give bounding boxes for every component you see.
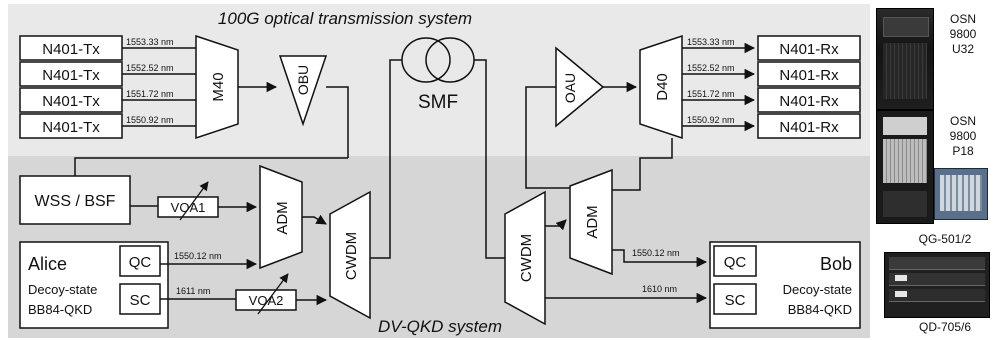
tx-label-2: N401-Tx xyxy=(42,67,100,84)
voa1-label: VOA1 xyxy=(171,200,206,215)
rx-box-4 xyxy=(757,113,861,139)
top-system-title: 100G optical transmission system xyxy=(218,9,472,28)
amp-oau-label: OAU xyxy=(562,73,578,103)
rx-wavelength-3: 1551.72 nm xyxy=(687,89,735,99)
cwdm-to-adm-arrow xyxy=(545,219,567,231)
adm-rx-label: ADM xyxy=(584,205,601,238)
alice-protocol-line2: BB84-QKD xyxy=(28,302,92,317)
bob-sc-label: SC xyxy=(725,292,746,309)
osn-p18-rack-photo xyxy=(876,110,934,224)
qg-label: QG-501/2 xyxy=(918,232,972,246)
cwdm-rx xyxy=(504,190,546,326)
rx-label-2: N401-Rx xyxy=(779,67,839,84)
adm-to-oau-line xyxy=(525,86,570,189)
adm-to-cwdm-arrow xyxy=(302,214,327,225)
rx-wavelength-2: 1552.52 nm xyxy=(687,63,735,73)
rx-label-1: N401-Rx xyxy=(779,41,839,58)
bob-qc-label: QC xyxy=(724,254,747,271)
rx-label-3: N401-Rx xyxy=(779,93,839,110)
tx-label-4: N401-Tx xyxy=(42,119,100,136)
osn-u32-rack-photo xyxy=(876,8,934,110)
mux-m40-label: M40 xyxy=(210,72,227,101)
voa1-adjust-arrow xyxy=(179,181,209,221)
demux-d40-label: D40 xyxy=(654,73,671,101)
wss-bsf-box xyxy=(19,175,131,225)
voa2-adjust-arrow xyxy=(257,273,289,315)
alice-qc-wavelength: 1550.12 nm xyxy=(174,251,222,261)
rx-box-2 xyxy=(757,61,861,87)
fiber-to-cwdm-tx-line xyxy=(370,59,402,259)
cwdm-tx xyxy=(329,190,371,320)
bob-sc-box xyxy=(713,283,757,315)
alice-protocol-line1: Decoy-state xyxy=(28,282,97,297)
tx-label-1: N401-Tx xyxy=(42,41,100,58)
rx-wavelength-4: 1550.92 nm xyxy=(687,115,735,125)
alice-name: Alice xyxy=(28,254,67,274)
rx-wavelength-1: 1553.33 nm xyxy=(687,37,735,47)
adm-to-top-line xyxy=(612,138,673,191)
bob-protocol-line1: Decoy-state xyxy=(783,282,852,297)
rx-label-4: N401-Rx xyxy=(779,119,839,136)
alice-qc-box xyxy=(119,245,161,277)
obu-to-wss-line xyxy=(326,86,349,158)
adm-tx xyxy=(259,164,303,270)
alice-sc-box xyxy=(119,283,161,315)
alice-sc-wavelength: 1611 nm xyxy=(176,286,210,296)
rx-box-3 xyxy=(757,87,861,113)
tx-wavelength-3: 1551.72 nm xyxy=(126,89,174,99)
wss-bsf-label: WSS / BSF xyxy=(35,193,116,210)
bottom-system-title: DV-QKD system xyxy=(378,317,502,336)
cwdm-tx-label: CWDM xyxy=(343,232,360,280)
mux-m40 xyxy=(195,34,239,140)
bob-qc-box xyxy=(713,245,757,277)
amp-obu xyxy=(278,55,328,127)
qkd-devices-photo xyxy=(884,252,990,318)
bob-sc-wavelength: 1610 nm xyxy=(642,284,677,294)
cwdm-rx-label: CWDM xyxy=(518,234,535,282)
tx-label-3: N401-Tx xyxy=(42,93,100,110)
tx-box-1 xyxy=(19,35,123,61)
osn-p18-shelf-photo xyxy=(934,168,988,220)
tx-wavelength-4: 1550.92 nm xyxy=(126,115,174,125)
tx-wavelength-1: 1553.33 nm xyxy=(126,37,174,47)
bob-protocol-line2: BB84-QKD xyxy=(788,302,852,317)
adm-tx-label: ADM xyxy=(274,201,291,234)
amp-oau xyxy=(555,46,605,128)
rx-box-1 xyxy=(757,35,861,61)
adm-rx xyxy=(569,168,613,276)
fiber-to-cwdm-rx-line xyxy=(474,59,505,259)
tx-box-4 xyxy=(19,113,123,139)
amp-obu-label: OBU xyxy=(295,65,311,95)
demux-d40 xyxy=(639,34,683,140)
adm-to-bob-qc-arrow xyxy=(612,249,708,268)
tx-wavelength-2: 1552.52 nm xyxy=(126,63,174,73)
qd-label: QD-705/6 xyxy=(918,320,972,334)
voa2-label: VOA2 xyxy=(249,293,284,308)
fiber-smf-label: SMF xyxy=(418,92,458,113)
top-to-wss-line xyxy=(74,157,348,176)
alice-sc-label: SC xyxy=(130,292,151,309)
bob-qc-wavelength: 1550.12 nm xyxy=(632,248,680,258)
alice-qc-label: QC xyxy=(129,254,152,271)
bob-name: Bob xyxy=(820,254,852,274)
